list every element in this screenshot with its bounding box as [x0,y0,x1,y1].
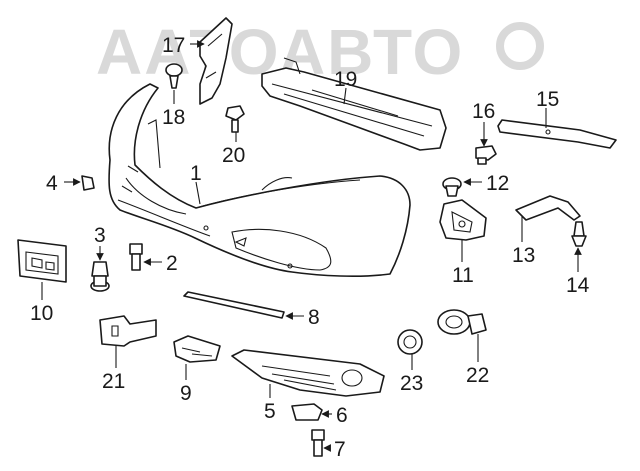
callout-19: 19 [334,68,357,91]
callout-11: 11 [452,264,474,287]
leader-lines [41,40,582,452]
part-9-bracket [173,335,221,363]
callout-2: 2 [166,252,178,275]
part-11-bracket [439,199,487,241]
part-15-bracket [497,119,617,149]
part-8-molding [183,291,285,319]
part-23-sensor-ring [397,329,423,355]
part-5-fog-grille [231,349,385,397]
part-19-reinforcement [261,57,447,151]
callout-7: 7 [334,438,346,461]
callout-6: 6 [336,404,348,427]
part-16-bolt [475,145,497,165]
callout-8: 8 [308,306,320,329]
callout-12: 12 [486,172,509,195]
callout-21: 21 [102,370,125,393]
part-17-side-bracket [199,17,233,105]
part-7-bolt [311,429,325,457]
callout-13: 13 [512,244,535,267]
part-13-bracket [515,195,581,221]
callout-16: 16 [472,100,495,123]
part-6-cap [291,403,323,421]
callout-14: 14 [566,274,590,297]
callout-22: 22 [466,364,489,387]
callout-23: 23 [400,372,423,395]
callout-20: 20 [222,144,245,167]
callout-labels: 1 2 3 4 5 6 7 8 9 10 11 12 13 14 15 16 1… [30,34,590,461]
part-21-bracket [99,315,157,347]
part-2-bolt [129,243,143,271]
callout-17: 17 [162,34,185,57]
callout-5: 5 [264,400,276,423]
part-18-clip [165,63,183,89]
callout-9: 9 [180,382,192,405]
watermark-ring [496,22,544,70]
callout-1: 1 [190,162,202,185]
part-3-screw [90,261,110,292]
part-22-sensor [437,309,487,335]
callout-4: 4 [46,172,58,195]
callout-15: 15 [536,88,559,111]
part-10-plate-bracket [17,239,67,283]
part-14-clip [571,221,587,247]
callout-10: 10 [30,302,53,325]
part-20-bolt [225,105,245,133]
callout-18: 18 [162,106,185,129]
part-1-bumper-cover [108,83,411,277]
callout-3: 3 [94,224,106,247]
part-4-clip [81,175,95,191]
part-12-grommet [442,177,462,197]
